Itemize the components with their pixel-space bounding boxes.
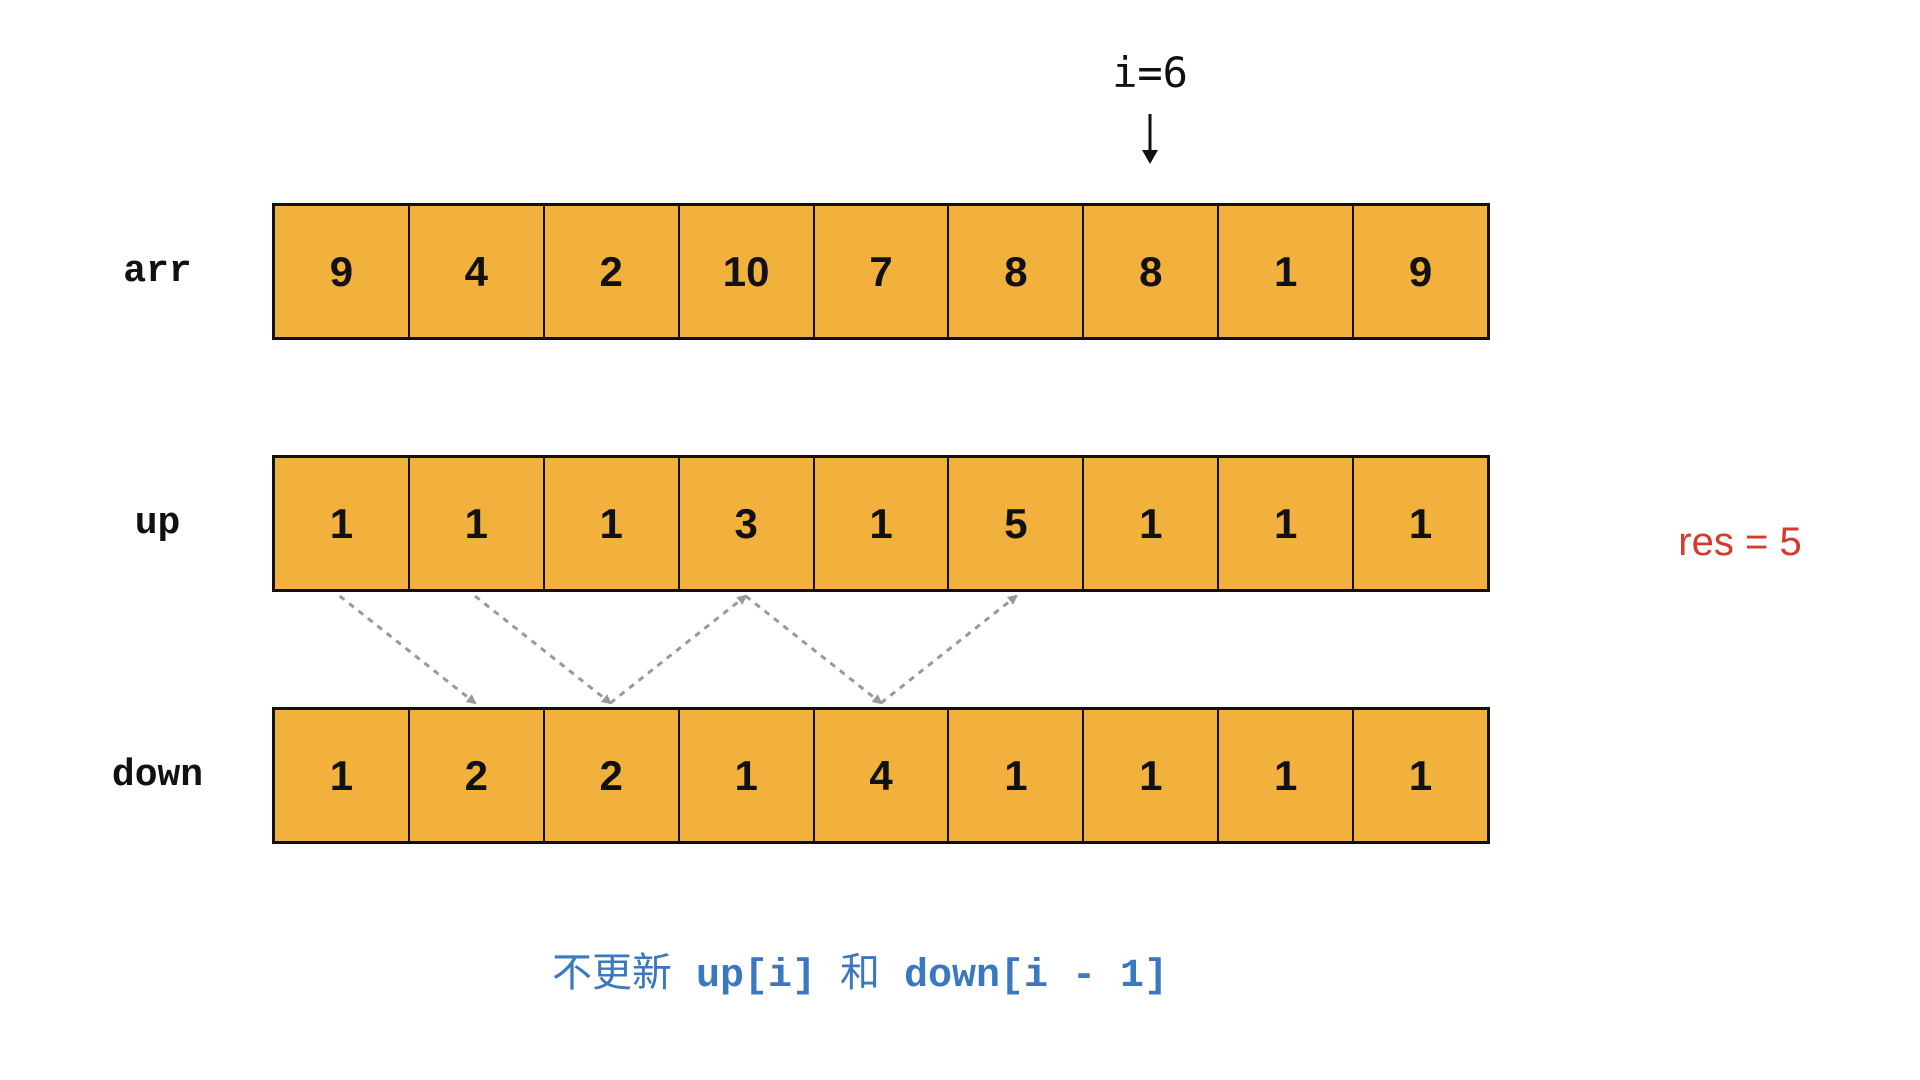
row-label-down: down — [111, 754, 204, 797]
row-label-up: up — [134, 502, 181, 545]
link-arrow-4 — [880, 594, 1018, 705]
caption-part-3: 和 — [839, 950, 880, 996]
up-cell-6: 1 — [1084, 458, 1220, 589]
link-arrow-0 — [338, 594, 477, 705]
up-cell-2: 1 — [544, 458, 680, 589]
arr-cell-7: 1 — [1219, 206, 1355, 337]
caption: 不更新 up[i] 和 down[i - 1] — [460, 940, 1260, 999]
up-cell-4: 1 — [814, 458, 950, 589]
up-cell-0: 1 — [275, 458, 410, 589]
down-cell-3: 1 — [679, 710, 815, 841]
result-text: res = 5 — [1678, 520, 1802, 564]
arr-cell-5: 8 — [949, 206, 1085, 337]
arr-cell-6: 8 — [1084, 206, 1220, 337]
down-cell-1: 2 — [409, 710, 545, 841]
caption-part-4: down[i - 1] — [879, 954, 1169, 999]
arr-cell-2: 2 — [544, 206, 680, 337]
link-arrow-1 — [474, 594, 612, 705]
arr-cell-1: 4 — [409, 206, 545, 337]
down-cell-4: 4 — [814, 710, 950, 841]
caption-part-1: 不更新 — [551, 950, 672, 996]
down-cell-6: 1 — [1084, 710, 1220, 841]
arr-cell-3: 10 — [679, 206, 815, 337]
arr-cell-8: 9 — [1354, 206, 1488, 337]
link-arrow-3 — [744, 594, 883, 705]
link-arrow-2 — [609, 594, 748, 705]
up-cell-5: 5 — [949, 458, 1085, 589]
up-cell-1: 1 — [409, 458, 545, 589]
up-cell-7: 1 — [1219, 458, 1355, 589]
down-cell-5: 1 — [949, 710, 1085, 841]
down-cell-0: 1 — [275, 710, 410, 841]
up-cell-3: 3 — [679, 458, 815, 589]
arr-cell-0: 9 — [275, 206, 410, 337]
down-cell-2: 2 — [544, 710, 680, 841]
down-arrow-icon — [1142, 114, 1158, 164]
up-cell-8: 1 — [1354, 458, 1488, 589]
row-label-arr: arr — [123, 250, 192, 293]
down-cell-7: 1 — [1219, 710, 1355, 841]
pointer-label: i=6 — [1112, 48, 1188, 97]
caption-part-2: up[i] — [671, 954, 840, 999]
arr-cell-4: 7 — [814, 206, 950, 337]
down-cell-8: 1 — [1354, 710, 1488, 841]
